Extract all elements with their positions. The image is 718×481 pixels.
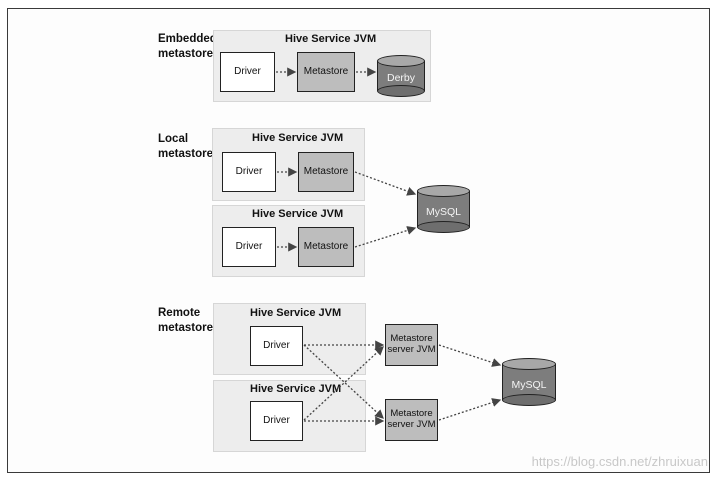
metastore-server-jvm-2: Metastore server JVM	[385, 399, 438, 441]
arrow-remote-server2-mysql	[438, 398, 502, 421]
local-driver-box-2: Driver	[222, 227, 276, 267]
remote-jvm-title-2: Hive Service JVM	[250, 383, 342, 395]
embedded-driver-box: Driver	[220, 52, 275, 92]
arrow-remote-driver2-server1	[303, 346, 384, 421]
derby-label: Derby	[386, 72, 415, 84]
metastore-server-jvm-1: Metastore server JVM	[385, 324, 438, 366]
remote-metastore-label: Remote metastore	[158, 307, 213, 334]
local-metastore-box-2: Metastore	[298, 227, 354, 267]
arrow-remote-driver1-server2	[303, 344, 384, 419]
local-metastore-box-1: Metastore	[298, 152, 354, 192]
remote-driver-box-2: Driver	[250, 401, 303, 441]
embedded-metastore-label: Embedded metastore	[158, 33, 217, 60]
derby-database: Derby	[377, 55, 425, 97]
remote-jvm-title-1: Hive Service JVM	[250, 307, 342, 319]
local-metastore-label: Local metastore	[158, 133, 213, 160]
watermark: https://blog.csdn.net/zhruixuan	[531, 454, 708, 469]
embedded-metastore-box: Metastore	[297, 52, 355, 92]
local-jvm-title-1: Hive Service JVM	[252, 132, 344, 144]
arrow-local-metastore-mysql-2	[354, 226, 417, 248]
local-jvm-title-2: Hive Service JVM	[252, 208, 344, 220]
remote-mysql-database: MySQL	[502, 358, 556, 406]
local-mysql-label: MySQL	[425, 206, 461, 218]
embedded-jvm-title: Hive Service JVM	[285, 33, 377, 45]
remote-driver-box-1: Driver	[250, 326, 303, 366]
arrow-local-metastore-mysql-1	[354, 171, 417, 196]
local-mysql-database: MySQL	[417, 185, 470, 233]
arrow-remote-server1-mysql	[438, 344, 502, 367]
local-driver-box-1: Driver	[222, 152, 276, 192]
remote-mysql-label: MySQL	[511, 379, 547, 391]
